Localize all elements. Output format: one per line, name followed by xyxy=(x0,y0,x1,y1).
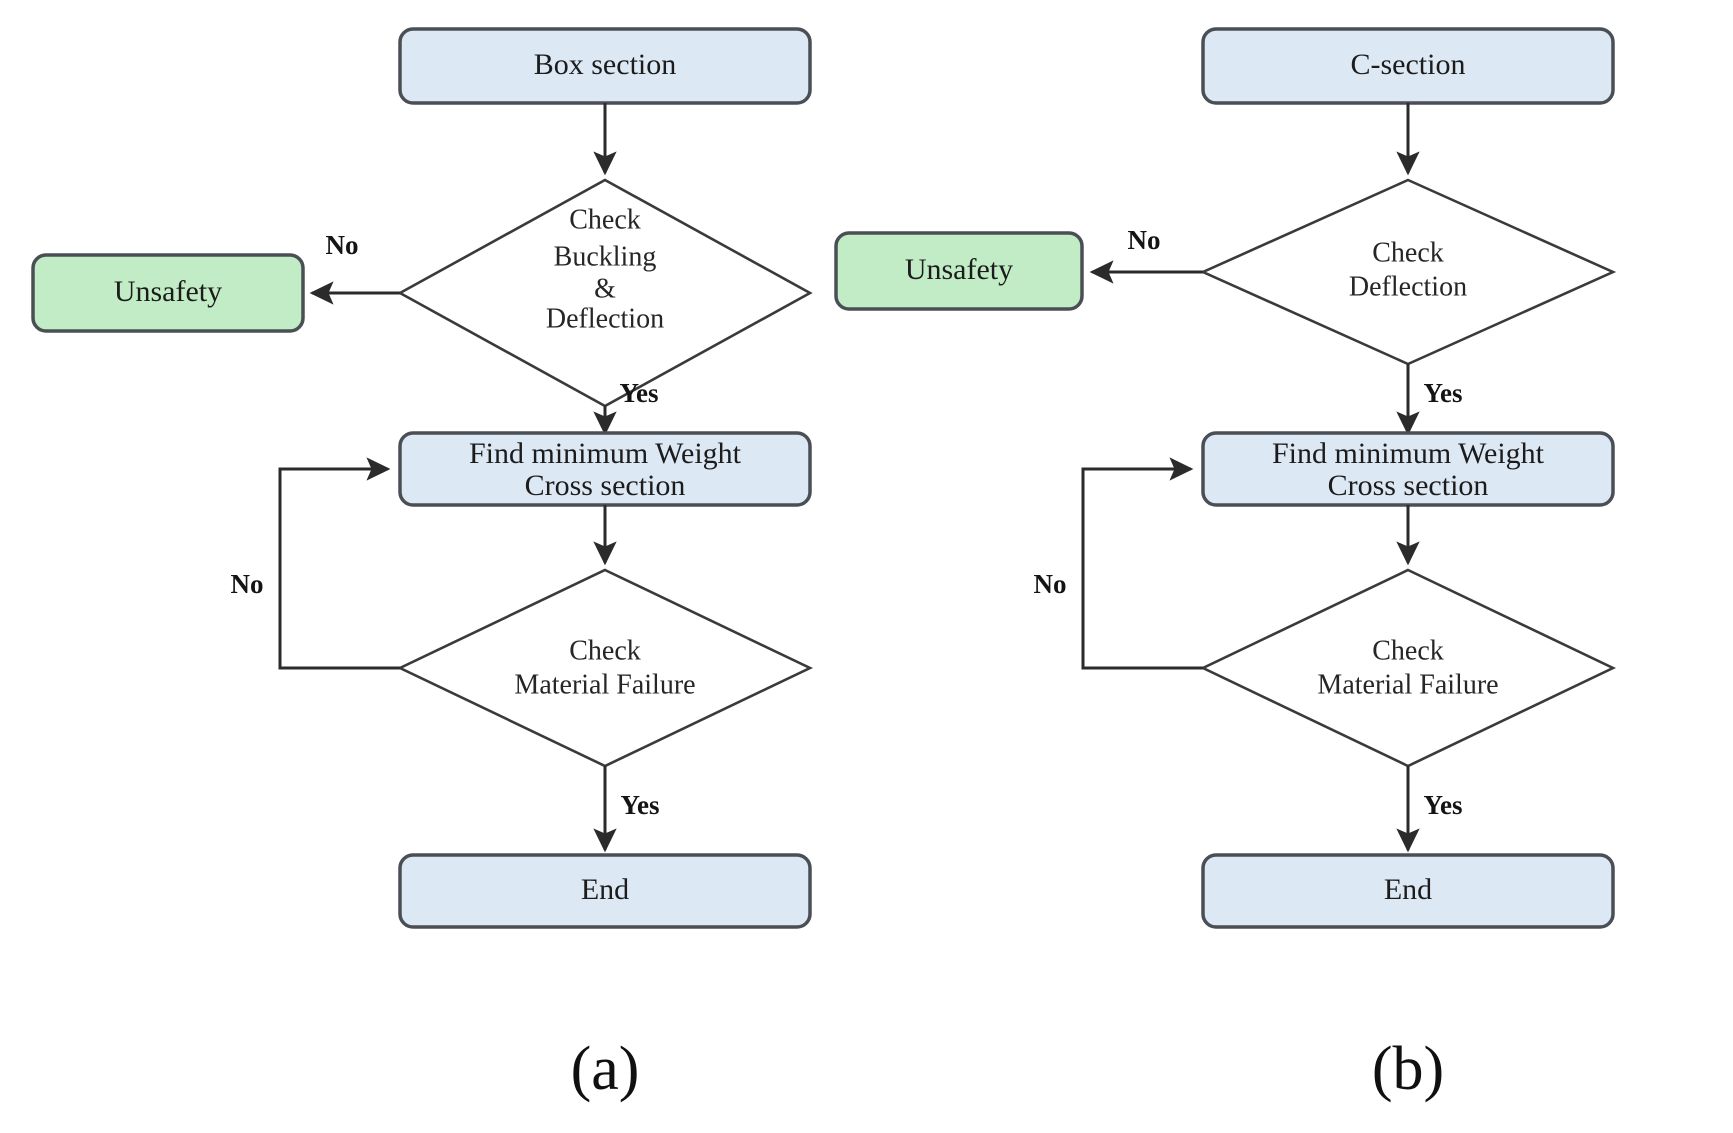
panel-b: C-section Check Deflection No Unsafety Y… xyxy=(834,27,1617,1103)
panel-b-decision1-line1: Check xyxy=(1372,237,1444,268)
panel-b-optimize-line1: Find minimum Weight xyxy=(1272,437,1545,470)
panel-b-decision2-line2: Material Failure xyxy=(1317,669,1498,700)
panel-b-end-box[interactable] xyxy=(1201,853,1615,929)
panel-b-edge-label-yes-2: Yes xyxy=(1424,790,1463,820)
panel-b-decision1-line2: Deflection xyxy=(1349,271,1467,302)
panel-a-optimize-line2: Cross section xyxy=(525,469,686,502)
panel-a-edge-label-no-1: No xyxy=(326,230,359,260)
panel-a-caption: (a) xyxy=(571,1035,640,1103)
panel-a-start-label: Box section xyxy=(534,48,677,81)
panel-a-decision2-line1: Check xyxy=(569,635,641,666)
panel-a: Box section Check Buckling & Deflection … xyxy=(31,27,814,1103)
panel-b-start-label: C-section xyxy=(1351,48,1466,81)
panel-a-edge-label-yes-1: Yes xyxy=(620,378,659,408)
panel-b-decision2-line1: Check xyxy=(1372,635,1444,666)
panel-a-decision1-line4: Deflection xyxy=(546,303,664,334)
panel-a-optimize-line1: Find minimum Weight xyxy=(469,437,742,470)
panel-a-decision1-line1: Check xyxy=(569,204,641,235)
panel-b-edge-label-no-1: No xyxy=(1128,225,1161,255)
panel-b-end-label: End xyxy=(1384,873,1432,906)
panel-a-decision2-line2: Material Failure xyxy=(514,669,695,700)
panel-a-end-label: End xyxy=(581,873,629,906)
panel-a-end-box[interactable] xyxy=(398,853,812,929)
panel-a-decision2-shape[interactable] xyxy=(396,568,814,768)
panel-b-unsafety-label: Unsafety xyxy=(905,253,1013,286)
panel-b-edge-decision2-no-loop xyxy=(1081,457,1203,670)
panel-b-optimize-line2: Cross section xyxy=(1328,469,1489,502)
panel-b-edge-label-yes-1: Yes xyxy=(1424,378,1463,408)
panel-a-decision1-line3: & xyxy=(594,273,616,304)
panel-a-edge-decision2-no-loop xyxy=(278,457,400,670)
panel-b-unsafety-box[interactable] xyxy=(834,231,1084,311)
panel-a-decision1-line2: Buckling xyxy=(554,241,657,272)
panel-b-edge-label-no-2: No xyxy=(1034,569,1067,599)
panel-a-edge-label-yes-2: Yes xyxy=(621,790,660,820)
panel-b-caption: (b) xyxy=(1372,1035,1444,1103)
panel-a-unsafety-box[interactable] xyxy=(31,253,305,333)
panel-a-unsafety-label: Unsafety xyxy=(114,275,222,308)
panel-a-edge-label-no-2: No xyxy=(231,569,264,599)
panel-b-decision2-shape[interactable] xyxy=(1199,568,1617,768)
